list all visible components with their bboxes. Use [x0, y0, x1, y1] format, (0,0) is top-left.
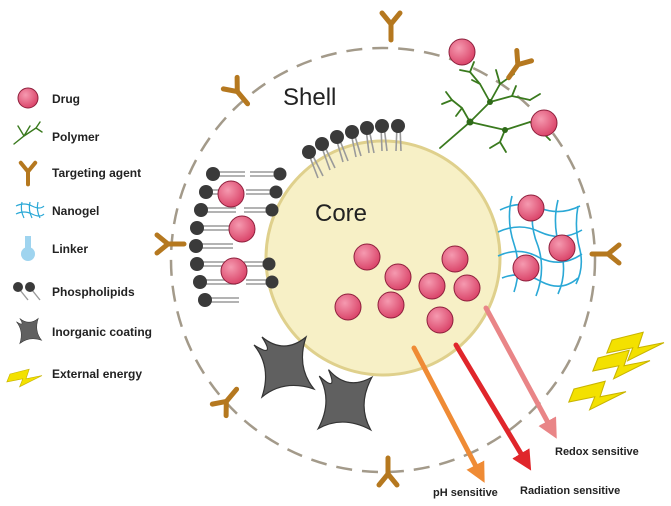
- external-energy-bolts: [568, 331, 665, 411]
- left-liposome-bilayer: [189, 167, 287, 307]
- ph-sensitive-label: pH sensitive: [433, 487, 498, 499]
- shell-boundary: [169, 46, 597, 474]
- drug-particle: [441, 245, 469, 273]
- drug-icon: [17, 87, 39, 109]
- legend-label-drug: Drug: [52, 92, 80, 106]
- legend-icons: [6, 87, 45, 388]
- drug-particle: [548, 234, 576, 262]
- polymer-icon: [13, 121, 43, 145]
- shell-label: Shell: [283, 84, 337, 111]
- drug-particle: [512, 254, 540, 282]
- drug-particle: [353, 243, 381, 271]
- phospholipids-icon: [13, 282, 41, 301]
- drug-particle: [426, 306, 454, 334]
- redox-sensitive-arrow: [483, 305, 557, 439]
- inorganic-coating-icon: [16, 318, 42, 344]
- top-phospholipid-layer: [302, 119, 405, 179]
- drug-particle: [377, 291, 405, 319]
- radiation-sensitive-label: Radiation sensitive: [520, 485, 621, 497]
- targeting-agent-icon: [21, 163, 35, 185]
- drug-particle: [384, 263, 412, 291]
- drug-particle: [220, 257, 248, 285]
- legend-label-linker: Linker: [52, 242, 89, 256]
- dendrimer-polymer: [439, 61, 553, 153]
- external-energy-icon: [6, 368, 43, 388]
- radiation-sensitive-arrow: [453, 342, 532, 471]
- nanogel-icon: [15, 201, 45, 219]
- legend-label-inorganic-coating: Inorganic coating: [52, 325, 153, 339]
- core-label: Core: [315, 200, 368, 227]
- linker-icon: [21, 236, 35, 261]
- drug-particle: [217, 180, 245, 208]
- drug-particle: [517, 194, 545, 222]
- drug-particle: [334, 293, 362, 321]
- legend-label-phospholipids: Phospholipids: [52, 285, 135, 299]
- legend-label-external-energy: External energy: [52, 367, 143, 381]
- drug-particle: [418, 272, 446, 300]
- core-drugs: [334, 243, 481, 334]
- legend-label-targeting-agent: Targeting agent: [52, 166, 142, 180]
- drug-particle: [530, 109, 558, 137]
- ph-sensitive-arrow: [411, 345, 485, 483]
- legend-label-nanogel: Nanogel: [52, 204, 100, 218]
- drug-particle: [448, 38, 476, 66]
- redox-sensitive-label: Redox sensitive: [555, 446, 639, 458]
- release-arrows: [411, 305, 557, 483]
- drug-particle: [453, 274, 481, 302]
- drug-particle: [228, 215, 256, 243]
- legend-label-polymer: Polymer: [52, 130, 100, 144]
